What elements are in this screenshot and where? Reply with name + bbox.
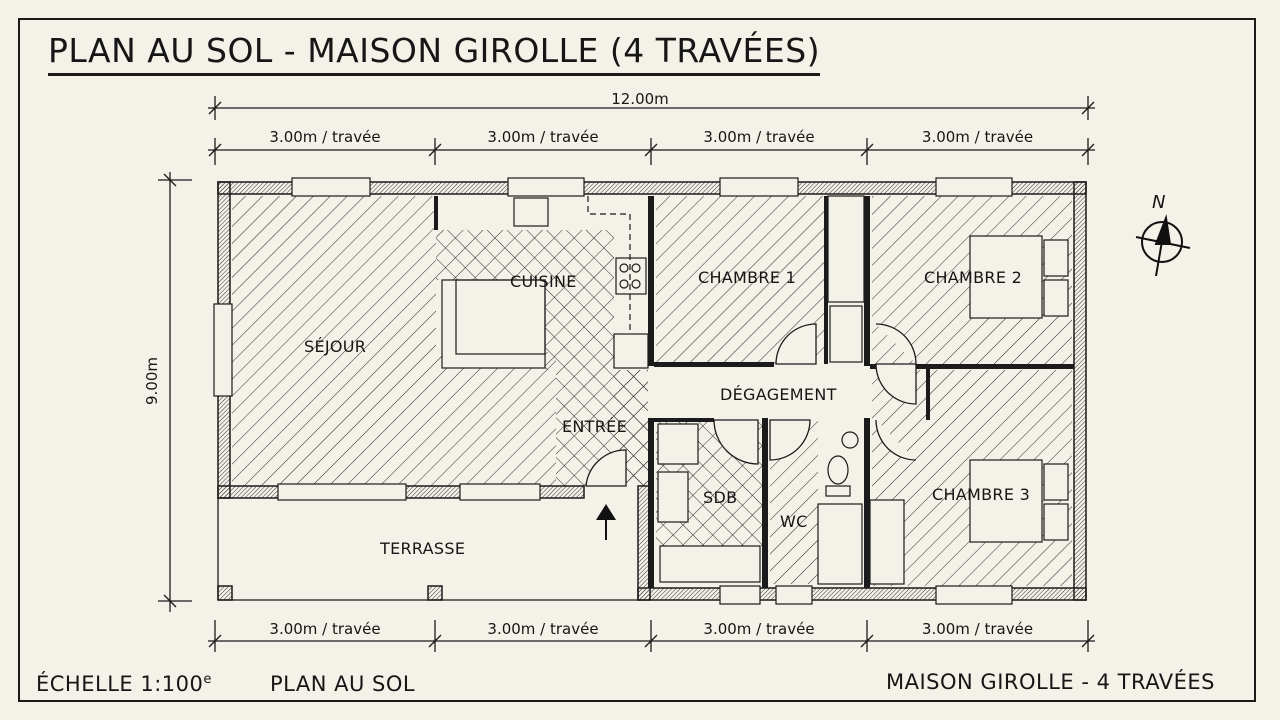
room-label-chambre-2: CHAMBRE 2 xyxy=(924,268,1023,287)
entrance-arrow-icon xyxy=(596,504,616,540)
bottom-bay-1-label: 3.00m / travée xyxy=(269,620,381,638)
interior-walls xyxy=(434,196,1074,588)
room-label-wc: WC xyxy=(780,512,808,531)
room-label-degagement: DÉGAGEMENT xyxy=(720,385,837,404)
page-title: PLAN AU SOL - MAISON GIROLLE (4 TRAVÉES) xyxy=(48,34,821,76)
overall-height-label: 9.00m xyxy=(143,356,162,406)
overall-width-label: 12.00m xyxy=(611,90,669,108)
top-dimension-lines xyxy=(208,96,1095,165)
top-bay-3-label: 3.00m / travée xyxy=(703,128,815,146)
bottom-bay-3-label: 3.00m / travée xyxy=(703,620,815,638)
room-label-chambre-1: CHAMBRE 1 xyxy=(698,268,797,287)
top-bay-1-label: 3.00m / travée xyxy=(269,128,381,146)
bottom-bay-2-label: 3.00m / travée xyxy=(487,620,599,638)
room-label-terrasse: TERRASSE xyxy=(380,539,466,558)
drawing-frame xyxy=(18,18,1256,702)
vertical-dimension-line xyxy=(158,172,192,612)
furniture xyxy=(441,195,1069,585)
north-arrow-icon xyxy=(1135,214,1191,277)
top-bay-2-label: 3.00m / travée xyxy=(487,128,599,146)
door-swings xyxy=(585,323,917,487)
scale-label: ÉCHELLE 1:100e xyxy=(36,672,212,696)
bottom-dimension-lines xyxy=(208,620,1095,652)
bottom-bay-4-label: 3.00m / travée xyxy=(921,620,1034,638)
room-label-chambre-3: CHAMBRE 3 xyxy=(932,485,1031,504)
room-label-entree: ENTRÉE xyxy=(562,417,627,436)
windows xyxy=(213,177,1013,605)
room-label-sejour: SÉJOUR xyxy=(304,337,367,356)
north-label: N xyxy=(1152,192,1166,213)
room-label-cuisine: CUISINE xyxy=(510,272,577,291)
scale-text: ÉCHELLE 1:100 xyxy=(36,672,204,696)
project-label: MAISON GIROLLE - 4 TRAVÉES xyxy=(886,670,1215,694)
room-label-sdb: SDB xyxy=(703,488,738,507)
terrace-outline xyxy=(217,498,640,601)
scale-superscript: e xyxy=(203,672,212,687)
plan-label: PLAN AU SOL xyxy=(270,672,416,696)
top-bay-4-label: 3.00m / travée xyxy=(921,128,1034,146)
